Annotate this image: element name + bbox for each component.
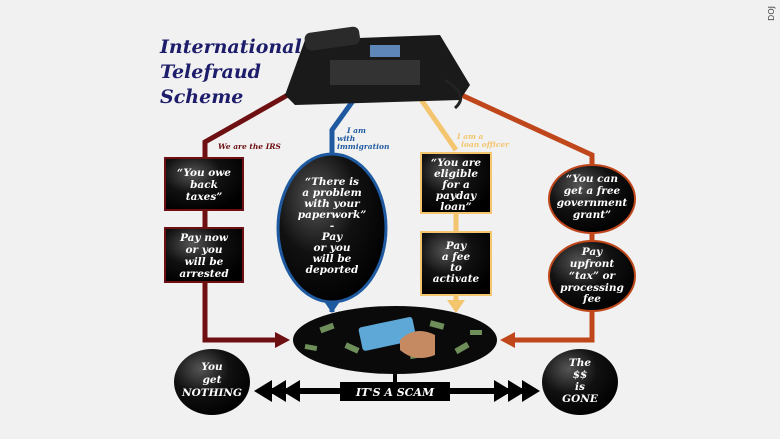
- title-line-3: Scheme: [160, 86, 243, 108]
- svg-text:activate: activate: [433, 273, 480, 285]
- immigration-tag-2: with: [337, 134, 355, 143]
- svg-text:payday: payday: [436, 190, 477, 202]
- scam-bar: IT'S A SCAM: [254, 380, 540, 402]
- svg-text:You: You: [201, 361, 223, 373]
- grant-bubble-2: Pay upfront “tax” or processing fee: [548, 240, 636, 312]
- svg-text:or you: or you: [314, 242, 351, 254]
- loan-connector: [417, 96, 459, 152]
- irs-box-2: Pay now or you will be arrested: [164, 227, 244, 283]
- svg-text:deported: deported: [306, 264, 359, 276]
- loan-box-1: “You are eligible for a payday loan”: [420, 152, 492, 214]
- telephone-icon: [285, 26, 470, 110]
- svg-text:upfront: upfront: [570, 258, 615, 270]
- loan-tag-2: loan officer: [461, 140, 510, 149]
- svg-text:Pay: Pay: [321, 231, 343, 243]
- immigration-connector: [329, 96, 358, 156]
- immigration-tag-1: I am: [346, 126, 366, 135]
- svg-text:Pay: Pay: [445, 240, 467, 252]
- svg-text:to: to: [450, 262, 462, 274]
- immigration-bubble: “There is a problem with your paperwork”…: [276, 152, 388, 304]
- svg-text:arrested: arrested: [179, 268, 229, 280]
- scam-label: IT'S A SCAM: [355, 386, 435, 399]
- title-line-2: Telefraud: [160, 61, 261, 83]
- svg-text:The: The: [569, 357, 591, 369]
- irs-arrow-icon: [275, 332, 290, 348]
- irs-tag: We are the IRS: [218, 142, 281, 151]
- svg-text:fee: fee: [582, 293, 601, 305]
- immigration-tag-3: immigration: [337, 142, 389, 151]
- grant-connector: [453, 89, 595, 165]
- arrow-right-icon: [522, 380, 540, 402]
- svg-text:“You are: “You are: [431, 157, 482, 169]
- loan-box-2: Pay a fee to activate: [420, 231, 492, 296]
- svg-text:get a free: get a free: [564, 185, 621, 197]
- svg-text:“tax” or: “tax” or: [569, 270, 617, 282]
- svg-text:paperwork”: paperwork”: [298, 209, 367, 221]
- loan-tag-1: I am a: [456, 132, 484, 141]
- svg-text:eligible: eligible: [434, 168, 478, 180]
- svg-text:NOTHING: NOTHING: [181, 387, 242, 399]
- title-line-1: International: [159, 36, 302, 58]
- outcome-left: You get NOTHING: [174, 349, 250, 415]
- svg-text:for a: for a: [441, 179, 470, 191]
- svg-text:“You can: “You can: [566, 173, 618, 185]
- svg-text:will be: will be: [185, 256, 224, 268]
- loan-arrow-icon: [447, 300, 465, 313]
- svg-text:or you: or you: [186, 244, 223, 256]
- svg-text:grant”: grant”: [573, 209, 611, 221]
- svg-text:is: is: [575, 381, 585, 393]
- svg-text:government: government: [557, 197, 628, 209]
- image-credit: DOJ: [767, 6, 776, 21]
- svg-text:a fee: a fee: [442, 251, 471, 263]
- svg-text:will be: will be: [313, 253, 352, 265]
- svg-text:Pay now: Pay now: [179, 232, 229, 244]
- irs-box-1: “You owe back taxes”: [164, 157, 244, 211]
- svg-text:GONE: GONE: [562, 393, 599, 405]
- svg-text:$$: $$: [573, 369, 588, 381]
- arrow-left-icon: [254, 380, 272, 402]
- svg-text:with your: with your: [304, 198, 361, 210]
- svg-text:processing: processing: [560, 282, 624, 294]
- svg-text:a problem: a problem: [302, 187, 361, 199]
- hand-icon: [400, 331, 435, 359]
- grant-arrow-icon: [500, 332, 515, 348]
- svg-text:get: get: [203, 374, 222, 386]
- svg-text:“You owe: “You owe: [177, 167, 231, 179]
- svg-text:taxes”: taxes”: [186, 191, 223, 203]
- grant-bubble-1: “You can get a free government grant”: [548, 164, 636, 234]
- svg-text:“There is: “There is: [305, 176, 359, 188]
- svg-text:-: -: [330, 220, 334, 232]
- svg-text:loan”: loan”: [440, 201, 471, 213]
- outcome-right: The $$ is GONE: [542, 349, 618, 415]
- connectors: [202, 85, 595, 343]
- svg-text:Pay: Pay: [581, 246, 603, 258]
- money-pool: [293, 306, 497, 374]
- svg-text:back: back: [190, 179, 218, 191]
